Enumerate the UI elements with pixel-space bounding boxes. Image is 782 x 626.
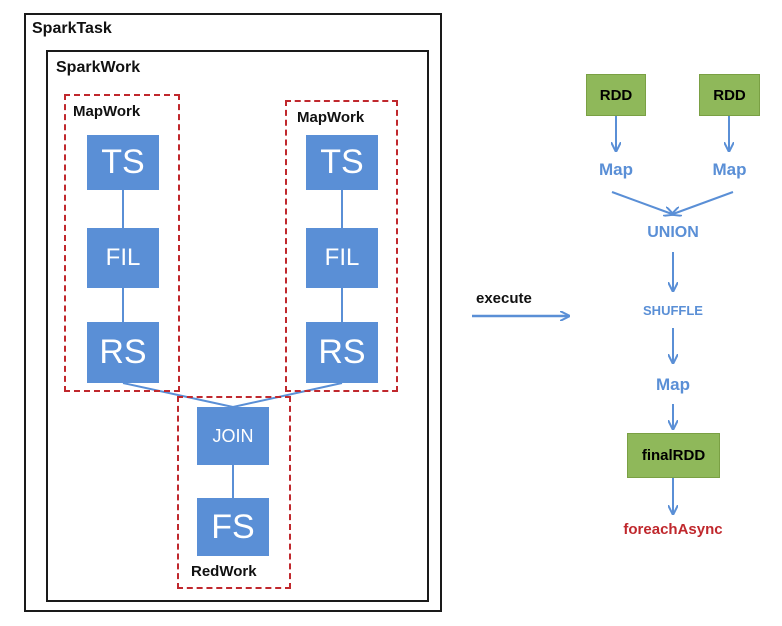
edge-rs-join-right [232, 382, 343, 408]
arrow-map-union-left [611, 191, 672, 214]
map-work-left-label: MapWork [73, 103, 141, 120]
edge-rs-join-left [122, 382, 234, 408]
map-work-left-box [64, 94, 180, 392]
operator-rs-right: RS [306, 322, 378, 383]
spark-work-title: SparkWork [56, 59, 141, 76]
map-work-right-label: MapWork [297, 109, 365, 126]
spark-task-title: SparkTask [32, 20, 112, 37]
operator-fs: FS [197, 498, 269, 556]
spark-task-frame [24, 13, 442, 612]
operator-fil-left: FIL [87, 228, 159, 288]
execute-label: execute [476, 290, 532, 307]
map-work-right-box [285, 100, 398, 392]
operator-rs-left: RS [87, 322, 159, 383]
operator-join: JOIN [197, 407, 269, 465]
operator-ts-right: TS [306, 135, 378, 190]
map-right-label: Map [712, 160, 747, 179]
red-work-box [177, 396, 291, 589]
operator-ts-left: TS [87, 135, 159, 190]
map-bottom-label: Map [656, 375, 690, 394]
red-work-label: RedWork [191, 563, 257, 580]
rdd-left-box: RDD [586, 74, 646, 116]
union-label: UNION [647, 224, 699, 241]
arrow-map-union-right [673, 191, 734, 214]
shuffle-label: SHUFFLE [643, 303, 703, 318]
spark-work-frame [46, 50, 429, 602]
operator-fil-right: FIL [306, 228, 378, 288]
foreach-async-label: foreachAsync [623, 521, 723, 538]
map-left-label: Map [599, 160, 633, 179]
final-rdd-box: finalRDD [627, 433, 720, 478]
rdd-right-box: RDD [699, 74, 760, 116]
